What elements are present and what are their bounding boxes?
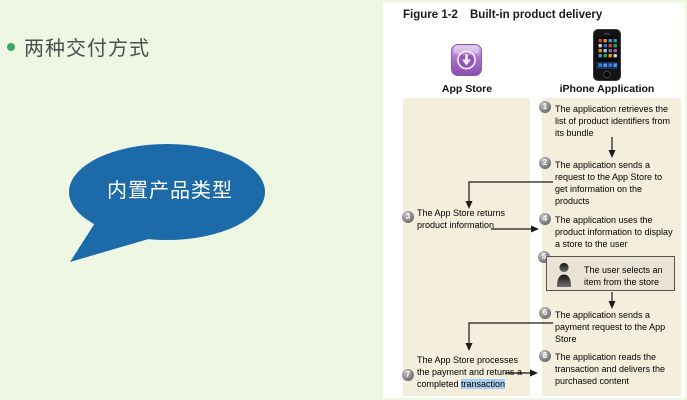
- figure-panel: Figure 1-2 Built-in product delivery App…: [383, 3, 685, 398]
- app-store-download-icon: [451, 44, 482, 76]
- step-4-text: The application uses the product informa…: [555, 215, 673, 249]
- step-1-badge: 1: [539, 101, 551, 113]
- user-silhouette-icon: [557, 262, 571, 287]
- step-2-badge: 2: [539, 157, 551, 169]
- slide-bullet-text: 两种交付方式: [24, 38, 150, 60]
- bullet-icon: [7, 43, 15, 51]
- figure-label: Figure 1-2: [403, 9, 458, 21]
- figure-title: Built-in product delivery: [470, 9, 603, 21]
- iphone-icon: [593, 29, 621, 81]
- step-1-text: The application retrieves the list of pr…: [555, 104, 671, 138]
- speech-bubble-text: 内置产品类型: [107, 180, 233, 202]
- user-selection-box: The user selects an item from the store: [546, 256, 675, 291]
- app-store-column: [403, 98, 530, 396]
- step-6-text: The application sends a payment request …: [555, 310, 666, 344]
- step-8-badge: 8: [539, 350, 551, 362]
- step-4-badge: 4: [539, 213, 551, 225]
- step-2-text: The application sends a request to the A…: [555, 160, 663, 206]
- step-7-highlighted-word: transaction: [461, 379, 506, 389]
- step-8-text: The application reads the transaction an…: [555, 352, 666, 386]
- iphone-column-label: iPhone Application: [559, 83, 655, 95]
- step-7-text-before: The App Store processes the payment and …: [417, 355, 523, 389]
- speech-bubble: [69, 144, 265, 262]
- step-7-badge: 7: [402, 369, 414, 381]
- step-5-text: The user selects an item from the store: [584, 265, 663, 287]
- app-store-column-label: App Store: [441, 83, 493, 95]
- step-3-badge: 3: [402, 211, 414, 223]
- step-6-badge: 6: [539, 307, 551, 319]
- step-7-text: The App Store processes the payment and …: [417, 354, 533, 390]
- step-3-text: The App Store returns product informatio…: [417, 208, 506, 230]
